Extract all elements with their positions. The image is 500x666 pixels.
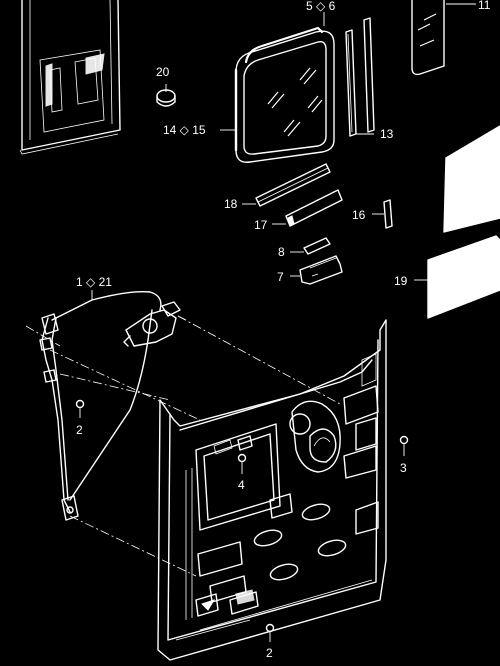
callout-1-21: 1 ◇ 21 (76, 275, 112, 289)
callout-16: 16 (352, 208, 366, 222)
callout-3: 3 (400, 461, 407, 475)
screw-3 (399, 435, 409, 456)
callout-14-15: 14 ◇ 15 (163, 123, 206, 137)
glass-part-11 (411, 0, 445, 76)
window-channel-strips-13 (345, 17, 375, 137)
spacer-part-16 (383, 199, 393, 229)
door-panel-partial-top-left (19, 0, 121, 155)
seal-strip-18 (255, 163, 331, 207)
clip-part-8 (303, 237, 331, 255)
screw-2-upper (75, 399, 85, 418)
bracket-part-7 (299, 255, 343, 285)
callout-17: 17 (254, 218, 268, 232)
callout-7: 7 (277, 270, 284, 284)
window-regulator-1-21 (39, 290, 181, 521)
callout-2-upper: 2 (76, 423, 83, 437)
callout-18: 18 (224, 197, 238, 211)
trim-panel-19 (427, 235, 500, 319)
callout-20: 20 (156, 65, 170, 79)
callout-8: 8 (278, 245, 285, 259)
plug-cap-20 (156, 89, 176, 107)
window-glass-assembly (234, 26, 335, 163)
callout-4: 4 (238, 478, 245, 492)
trim-panel-upper-right (443, 125, 500, 233)
callout-2-lower: 2 (266, 646, 273, 660)
door-inner-panel (157, 319, 387, 661)
callout-leaders (91, 3, 476, 300)
callout-19: 19 (394, 274, 408, 288)
callout-5-6: 5 ◇ 6 (306, 0, 336, 13)
callout-13: 13 (380, 127, 394, 141)
seal-strip-17 (285, 189, 343, 227)
assembly-leader-lines (25, 315, 341, 577)
screw-2-lower (265, 623, 275, 642)
callout-11: 11 (478, 0, 491, 12)
screw-4 (237, 453, 247, 474)
